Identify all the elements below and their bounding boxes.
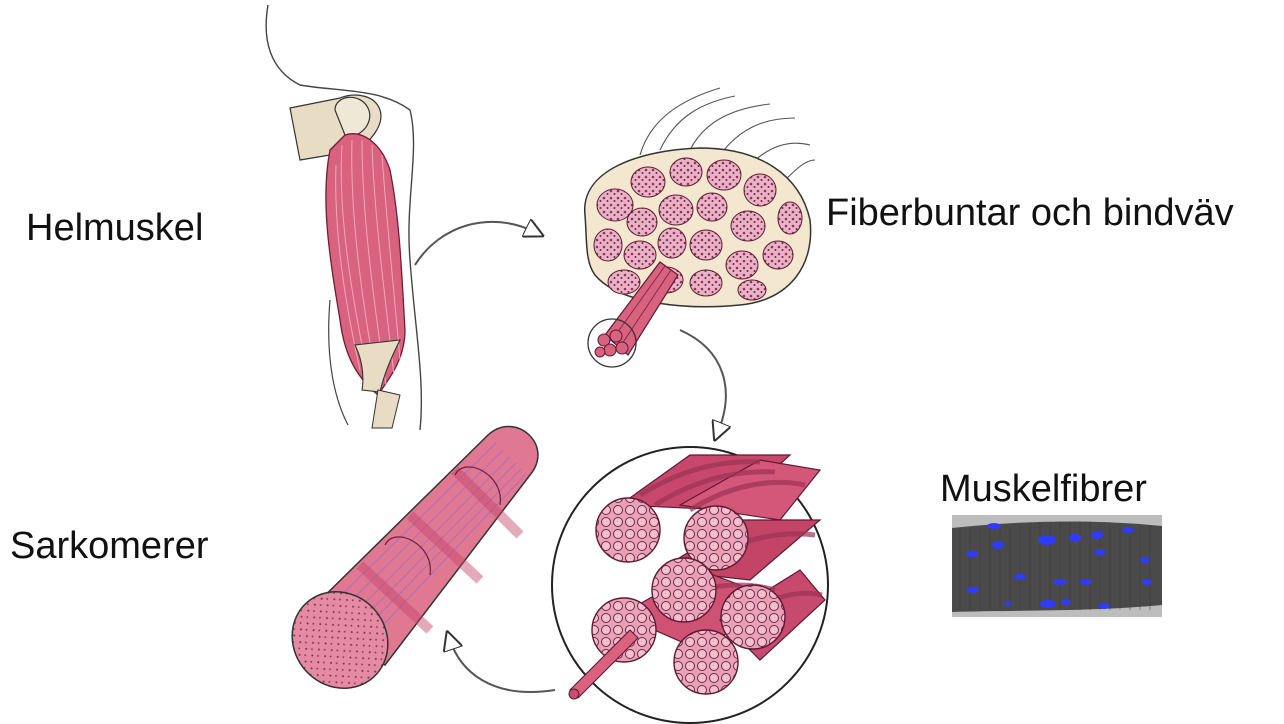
myofibril-illustration [272,426,538,707]
cross-section-illustration [585,88,815,367]
muscle-fibers-label: Muskelfibrer [940,470,1147,508]
fiber-bundle-zoom [552,447,828,723]
arm-muscle-illustration [266,5,421,430]
micrograph-image [952,515,1162,617]
whole-muscle-label: Helmuskel [26,209,203,247]
curved-arrow-icon [415,222,535,265]
sarcomeres-label: Sarkomerer [10,527,209,565]
fiber-bundles-label: Fiberbuntar och bindväv [826,194,1234,232]
curved-arrow-icon [450,640,555,692]
curved-arrow-icon [680,330,726,432]
